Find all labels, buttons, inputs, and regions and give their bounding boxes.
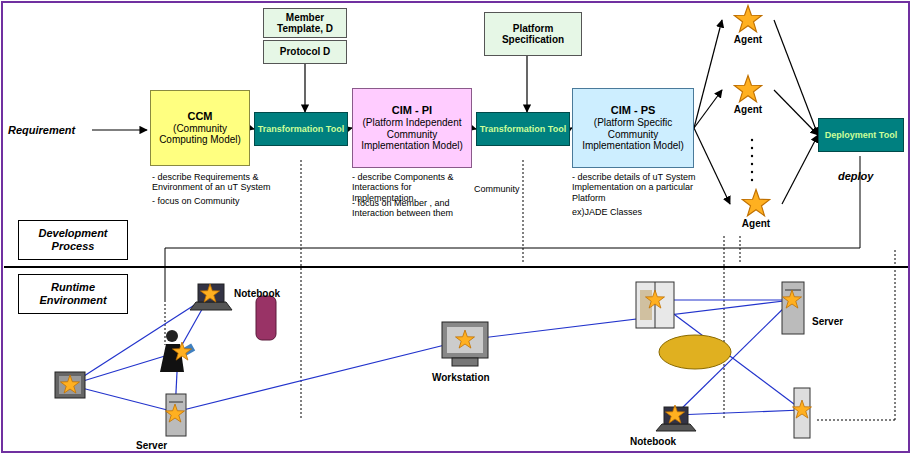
tool-box: Transformation Tool [476,112,570,146]
node-title: Agent [742,218,770,230]
input-box: Protocol D [263,40,347,64]
deploy-line [165,300,166,345]
node-title: Agent [734,34,762,46]
agent-star-icon [733,74,763,104]
node-title: Development Process [22,227,124,252]
requirement-arrow [92,129,147,130]
model-box: CIM - PI(Platform Independent Community … [352,88,472,168]
connector-arrow [774,20,818,135]
input-box: Platform Specification [484,12,582,56]
text-label: Server [136,440,186,452]
notebook-icon [190,284,232,310]
connector-arrow [304,64,305,112]
node-title: Member Template, D [266,12,344,35]
tool-box: Transformation Tool [254,112,348,146]
person [160,330,195,372]
node-title: Deployment Tool [825,130,897,140]
table [659,335,731,369]
agent-star: Agent [722,4,774,50]
agent-star-icon [741,188,771,218]
text-label: - focus on Community [152,196,282,206]
notebook-icon [656,405,696,431]
agent-dots [751,139,753,181]
text-label: Notebook [234,288,304,300]
text-label: Notebook [630,436,700,448]
text-label: Community [474,184,534,194]
fridge-icon [636,282,674,328]
agent-star: Agent [722,74,774,120]
connector-arrow [694,20,722,128]
connector-arrow [694,128,730,204]
node-title: CIM - PI [392,104,432,117]
model-box: CIM - PS(Platform Specific Community Imp… [572,88,694,168]
node-title: Agent [734,104,762,116]
server-icon [165,394,186,436]
display-device [55,372,85,398]
connector-arrow [774,90,818,135]
node-subtitle: (Platform Specific Community Implementat… [577,117,689,152]
text-label: deploy [838,170,888,183]
guide-lines [301,160,895,420]
node-title: Runtime Environment [22,281,124,306]
text-label: - describe details of uT System Implemen… [572,172,698,203]
text-label: Workstation [432,372,512,384]
agent-star-icon [733,4,763,34]
text-label: Server [812,316,862,328]
deploy-line [165,156,860,300]
text-label: Requirement [8,124,90,137]
node-subtitle: (Community Computing Model) [155,123,245,146]
section-box: Runtime Environment [18,274,128,314]
node-subtitle: (Platform Independent Community Implemen… [357,117,467,152]
model-box: CCM(Community Computing Model) [150,90,250,166]
agent-star: Agent [730,188,782,234]
connector-arrow [782,135,818,204]
connector-arrow [694,90,722,128]
node-title: CCM [187,110,212,123]
input-box: Member Template, D [263,8,347,38]
text-label: - describe Requirements & Environment of… [152,172,282,193]
outer-frame [2,2,909,452]
node-title: Platform Specification [487,23,579,46]
sofa [256,296,276,340]
workstation-icon [442,322,488,366]
node-title: CIM - PS [611,104,656,117]
separator-line [4,266,908,268]
node-title: Transformation Tool [258,124,344,134]
node-title: Protocol D [280,46,331,58]
tower-device [792,388,811,438]
text-label: ex)JADE Classes [572,207,698,217]
connector-arrow [526,56,527,112]
tool-box: Deployment Tool [818,118,904,152]
node-title: Transformation Tool [480,124,566,134]
section-box: Development Process [18,220,128,260]
server-icon [782,282,804,334]
text-label: - focus on Member , and Interaction betw… [352,198,476,219]
